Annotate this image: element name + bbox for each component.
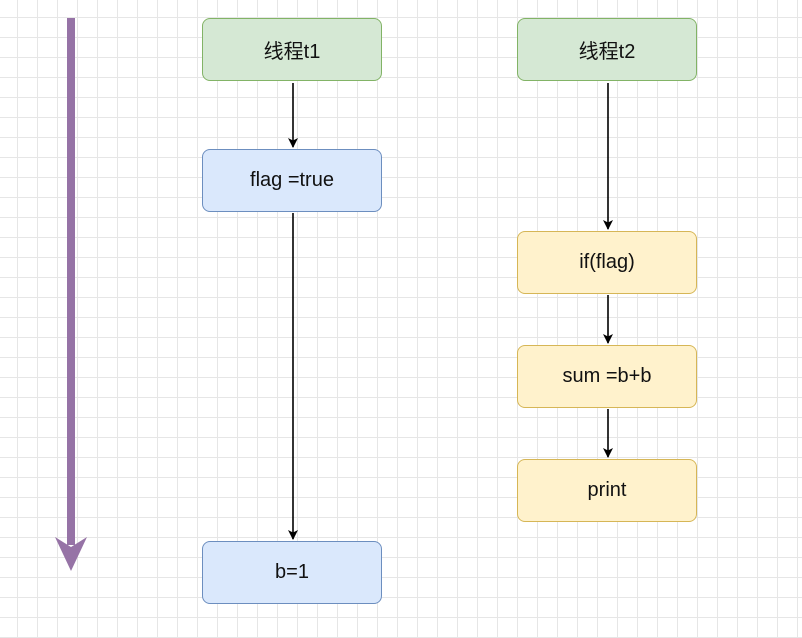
thread2-if-flag-label: if(flag): [579, 251, 635, 273]
thread1-assign-b-label: b=1: [275, 561, 309, 583]
thread1-flag-node[interactable]: flag =true: [202, 149, 382, 212]
thread2-header-label: 线程t2: [578, 41, 636, 63]
thread1-flag-label: flag =true: [250, 169, 334, 191]
thread1-assign-b-node[interactable]: b=1: [202, 541, 382, 604]
time-axis-arrow: [55, 18, 87, 571]
thread2-sum-label: sum =b+b: [562, 365, 652, 387]
thread2-sum-node[interactable]: sum =b+b: [517, 345, 697, 408]
thread2-print-label: print: [587, 479, 627, 501]
thread2-print-node[interactable]: print: [517, 459, 697, 522]
thread2-header-node[interactable]: 线程t2: [517, 18, 697, 81]
thread1-header-label: 线程t1: [263, 41, 321, 63]
thread1-header-node[interactable]: 线程t1: [202, 18, 382, 81]
thread2-if-flag-node[interactable]: if(flag): [517, 231, 697, 294]
